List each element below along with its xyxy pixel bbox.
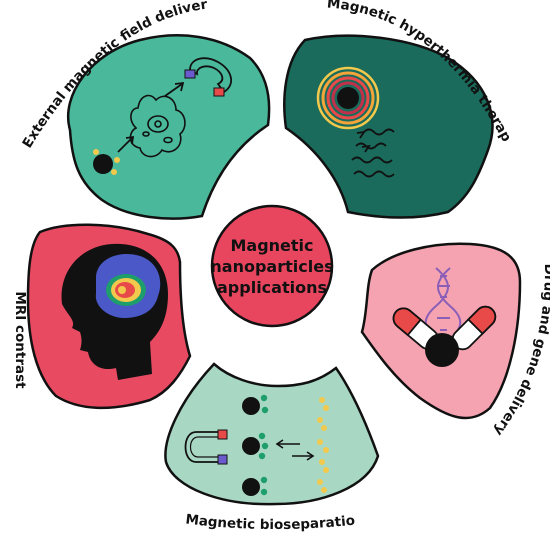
head-silhouette-icon — [61, 243, 168, 380]
center-circle — [210, 204, 334, 328]
nanoparticle-icon — [425, 333, 459, 367]
cell-icon — [129, 94, 186, 158]
center-hub: Magnetic nanoparticles applications — [210, 204, 334, 328]
nanoparticle-cluster-top — [242, 394, 269, 415]
arrow-icon — [117, 137, 133, 153]
arrow-icon — [164, 83, 183, 97]
nanoparticle-icon — [93, 149, 120, 175]
mri-segment — [26, 223, 192, 410]
free-molecules-icon — [317, 397, 329, 493]
capsule-right-icon — [451, 305, 497, 351]
drug-delivery-segment — [360, 242, 522, 420]
center-title-line3: applications — [217, 278, 327, 297]
horseshoe-magnet-icon — [184, 57, 232, 97]
capsule-left-icon — [392, 307, 439, 350]
label-mri: MRI contrast — [12, 291, 28, 389]
arrow-icon — [275, 439, 315, 461]
center-title-line2: nanoparticles — [210, 257, 333, 276]
heat-waves-icon — [351, 128, 395, 178]
magnet-icon — [184, 429, 228, 465]
external-delivery-segment — [67, 34, 271, 220]
nanoparticle-cluster-bottom — [242, 476, 268, 496]
bioseparation-segment — [164, 362, 380, 506]
bioseparation-blob — [164, 362, 380, 506]
nanoparticle-cluster-middle — [242, 432, 269, 460]
external-delivery-blob — [67, 34, 271, 220]
hyperthermia-segment — [283, 34, 494, 219]
center-title-line1: Magnetic — [230, 236, 313, 255]
heat-rings-icon — [316, 66, 380, 130]
